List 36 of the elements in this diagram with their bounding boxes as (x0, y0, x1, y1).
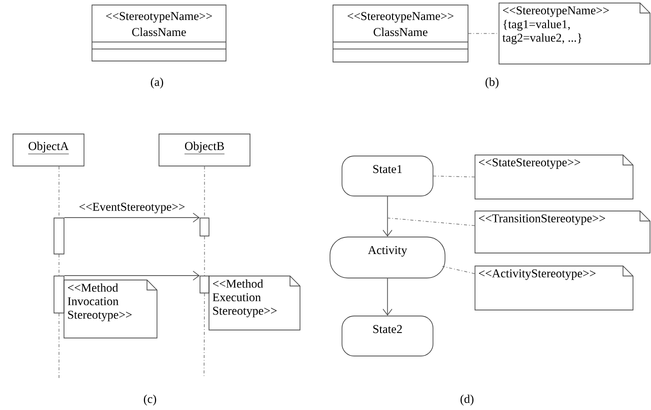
arrow (382, 196, 392, 237)
lifeline (58, 166, 60, 218)
note-box: <<Method Invocation Stereotype>> (64, 280, 158, 338)
leader-line (442, 266, 475, 274)
state-box: State1 (342, 156, 434, 196)
arrow (64, 270, 200, 280)
note-box: <<Method Execution Stereotype>> (208, 276, 300, 330)
activation-bar (200, 276, 210, 294)
edge-label: <<EventStereotype>> (78, 202, 186, 214)
arrow (64, 212, 200, 222)
panel-label: (b) (486, 78, 498, 88)
leader-line (433, 176, 475, 178)
lifeline (204, 293, 205, 378)
activity-box: Activity (330, 236, 446, 278)
note-box: <<ActivityStereotype>> (474, 266, 634, 310)
leader-line (388, 218, 475, 226)
note-box: <<StereotypeName>> {tag1=value1, tag2=value2, ...} (498, 2, 650, 64)
lifeline (58, 254, 60, 276)
activation-bar (200, 218, 210, 236)
panel-label: (c) (144, 394, 156, 406)
activation-bar (54, 276, 64, 314)
lifeline (204, 236, 205, 276)
object-box: ObjectA (12, 134, 84, 166)
class-box: <<StereotypeName>> ClassName (332, 4, 468, 62)
class-box: <<StereotypeName>> ClassName (92, 4, 226, 62)
lifeline (204, 166, 205, 218)
activation-bar (54, 218, 64, 254)
object-box: ObjectB (158, 134, 250, 166)
note-box: <<StateStereotype>> (474, 154, 634, 200)
leader-line (468, 33, 499, 34)
lifeline (58, 313, 60, 378)
panel-label: (a) (150, 78, 164, 88)
note-box: <<TransitionStereotype>> (474, 210, 650, 254)
arrow (382, 278, 392, 316)
panel-label: (d) (460, 394, 474, 406)
state-box: State2 (342, 316, 434, 356)
